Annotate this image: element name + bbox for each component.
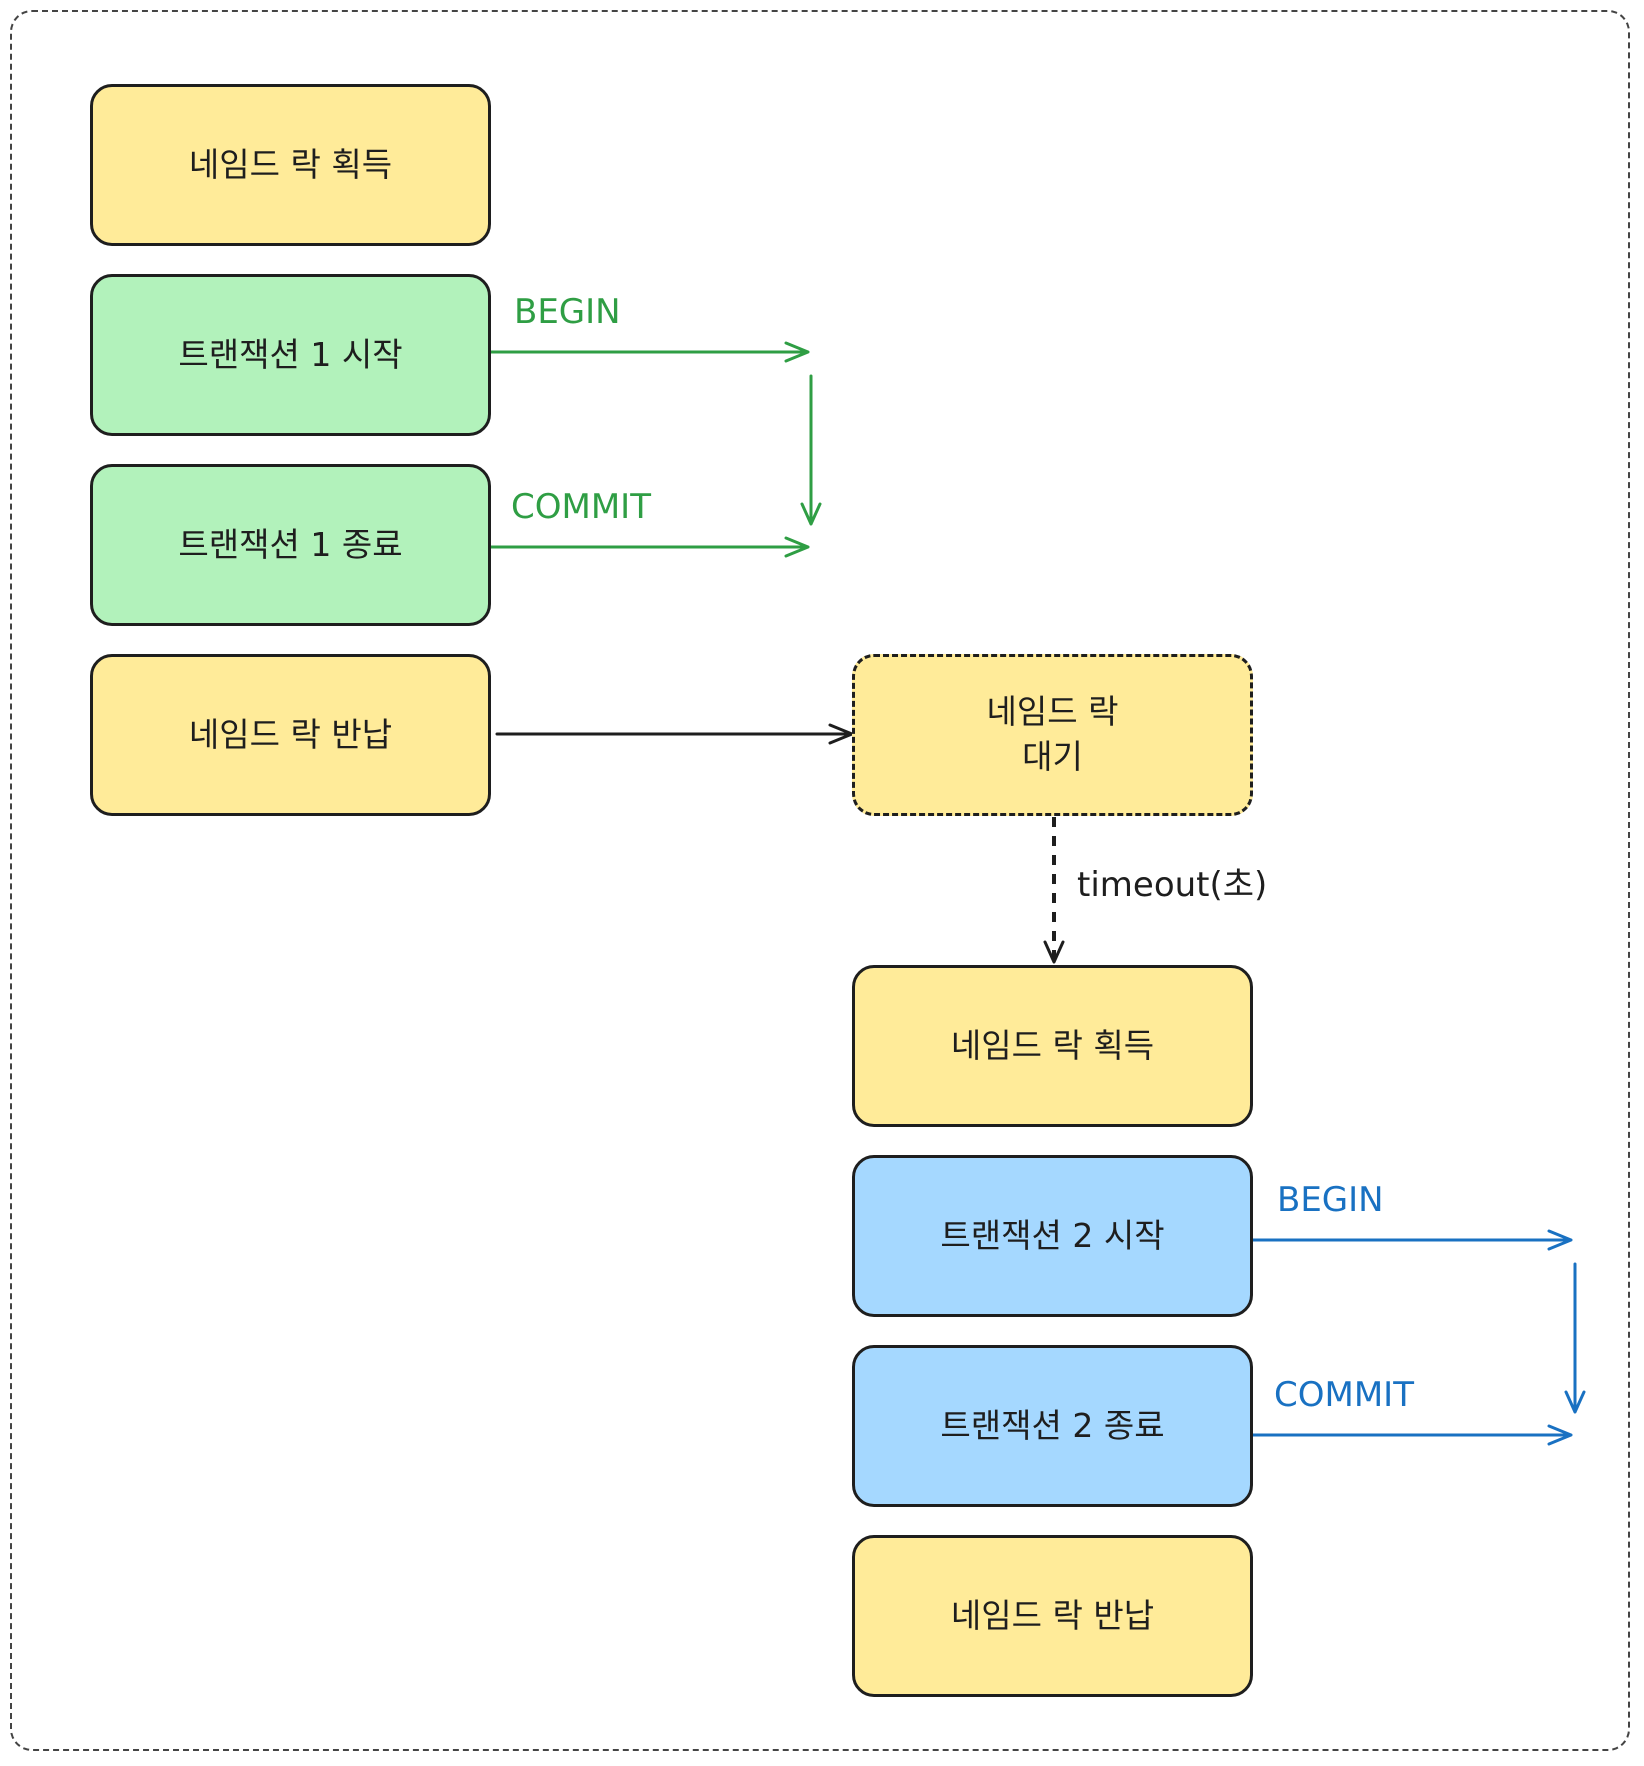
session1-release-lock-label: 네임드 락 반납 bbox=[188, 714, 393, 754]
lock-wait-box: 네임드 락 대기 bbox=[852, 654, 1253, 816]
tx1-end-label: 트랜잭션 1 종료 bbox=[178, 524, 403, 564]
session2-acquire-lock-box: 네임드 락 획득 bbox=[852, 965, 1253, 1127]
tx2-arrows bbox=[1251, 1229, 1586, 1446]
timeout-arrowhead bbox=[1043, 940, 1065, 964]
diagram-frame bbox=[10, 10, 1630, 1751]
tx1-arrows bbox=[489, 341, 822, 558]
session1-release-lock-box: 네임드 락 반납 bbox=[90, 654, 491, 816]
tx1-flow-down-arrow bbox=[800, 374, 822, 526]
tx1-begin-arrow bbox=[489, 341, 810, 363]
tx2-begin-edge-label: BEGIN bbox=[1277, 1180, 1384, 1220]
tx2-end-label: 트랜잭션 2 종료 bbox=[940, 1405, 1165, 1445]
session2-acquire-lock-label: 네임드 락 획득 bbox=[950, 1025, 1155, 1065]
session2-release-lock-box: 네임드 락 반납 bbox=[852, 1535, 1253, 1697]
session1-acquire-lock-box: 네임드 락 획득 bbox=[90, 84, 491, 246]
tx2-commit-arrow bbox=[1251, 1424, 1573, 1446]
lock-wait-text: 네임드 락 대기 bbox=[987, 690, 1119, 779]
tx2-flow-down-arrow bbox=[1564, 1262, 1586, 1414]
tx1-end-box: 트랜잭션 1 종료 bbox=[90, 464, 491, 626]
tx1-commit-edge-label: COMMIT bbox=[511, 487, 651, 527]
tx2-begin-arrow bbox=[1251, 1229, 1573, 1251]
session1-acquire-lock-label: 네임드 락 획득 bbox=[188, 144, 393, 184]
tx2-begin-label: 트랜잭션 2 시작 bbox=[940, 1215, 1165, 1255]
release-to-wait-arrow bbox=[495, 723, 854, 745]
lock-wait-line2: 대기 bbox=[1022, 737, 1083, 776]
tx1-begin-edge-label: BEGIN bbox=[514, 292, 621, 332]
tx1-begin-label: 트랜잭션 1 시작 bbox=[178, 334, 403, 374]
tx2-begin-box: 트랜잭션 2 시작 bbox=[852, 1155, 1253, 1317]
tx2-end-box: 트랜잭션 2 종료 bbox=[852, 1345, 1253, 1507]
tx2-commit-edge-label: COMMIT bbox=[1274, 1375, 1414, 1415]
lock-wait-line1: 네임드 락 bbox=[986, 692, 1119, 732]
tx1-begin-box: 트랜잭션 1 시작 bbox=[90, 274, 491, 436]
session2-release-lock-label: 네임드 락 반납 bbox=[950, 1595, 1155, 1635]
tx1-commit-arrow bbox=[489, 536, 810, 558]
timeout-label: timeout(초) bbox=[1077, 865, 1268, 905]
